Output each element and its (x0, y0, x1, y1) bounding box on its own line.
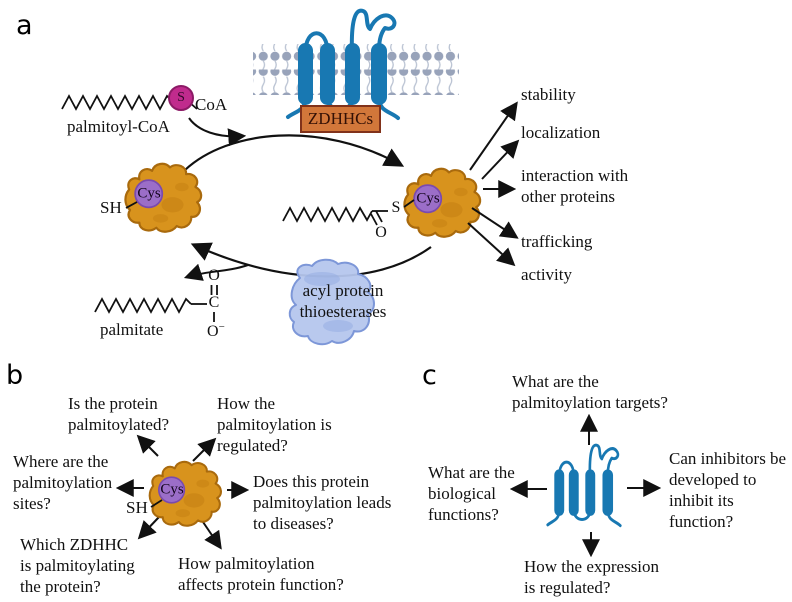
palmitate-oxygen-top-label: O (208, 267, 220, 284)
palmitate-icon (94, 285, 218, 322)
thioester-s-label: S (391, 199, 401, 216)
outcome-localization: localization (521, 123, 601, 142)
panel-c-label: c (422, 360, 437, 391)
outcome-activity: activity (521, 265, 572, 284)
arrow-trafficking (471, 207, 519, 239)
sh-label-b: SH (126, 498, 148, 517)
question-targets: What are the palmitoylation targets? (512, 372, 668, 413)
sh-bond-line-b (150, 499, 163, 508)
minus-charge: − (218, 321, 225, 333)
palmitate-carbon-label: C (208, 294, 220, 311)
question-bio-functions: What are the biological functions? (428, 463, 515, 525)
thioesterase-label: acyl protein thioesterases (299, 281, 387, 322)
question-which-zdhhc: Which ZDHHC is palmitoylating the protei… (20, 535, 135, 597)
palmitoyl-coa-label: palmitoyl-CoA (67, 117, 170, 136)
palmitate-label: palmitate (100, 320, 164, 339)
outcome-interaction: interaction with other proteins (521, 166, 629, 207)
cys-label-b: Cys (160, 481, 184, 498)
question-inhibitors: Can inhibitors be developed to inhibit i… (669, 449, 787, 532)
question-expression: How the expression is regulated? (524, 557, 660, 598)
sh-label-a: SH (100, 198, 122, 217)
palmitoylation-cycle-arrows (183, 117, 432, 281)
zdhhc-protein-icon-c (546, 443, 622, 528)
panel-b-question-arrows (115, 434, 250, 550)
arrow-stability (469, 101, 518, 171)
palmitoylation-arrow (184, 134, 405, 171)
question-is-palmitoylated: Is the protein palmitoylated? (68, 394, 170, 435)
panel-a-label: a (16, 10, 33, 41)
question-where-sites: Where are the palmitoylation sites? (13, 452, 113, 514)
coa-input-arrow (188, 117, 247, 147)
palmitate-oxygen-bottom-label: O− (207, 321, 225, 342)
arrow-activity (467, 222, 516, 267)
panel-b-label: b (6, 360, 24, 391)
sh-bond-line (125, 201, 138, 209)
outcome-trafficking: trafficking (521, 232, 593, 251)
thioester-s-circle (168, 85, 194, 111)
arrow-localization (481, 139, 520, 180)
cys-label-a-right: Cys (416, 190, 440, 207)
palmitate-release-arrow (183, 263, 249, 281)
question-diseases: Does this protein palmitoylation leads t… (253, 472, 392, 534)
coa-sulfur-label: S (177, 90, 185, 105)
outcome-stability: stability (521, 85, 576, 104)
thioester-o-label: O (375, 224, 387, 241)
question-affects-function: How palmitoylation affects protein funct… (178, 554, 344, 595)
cys-label-a-left: Cys (137, 185, 161, 202)
panel-c-question-arrows (509, 413, 662, 558)
thioesterase-blob-icon (288, 258, 375, 346)
outcome-arrows (467, 101, 520, 267)
question-how-regulated: How the palmitoylation is regulated? (217, 394, 332, 456)
zdhhcs-label: ZDHHCs (307, 109, 374, 128)
acyl-chain-thioester-icon (282, 199, 415, 226)
oxygen-glyph: O (207, 323, 219, 340)
zdhhcs-box (300, 105, 381, 133)
coa-label: CoA (195, 95, 228, 114)
